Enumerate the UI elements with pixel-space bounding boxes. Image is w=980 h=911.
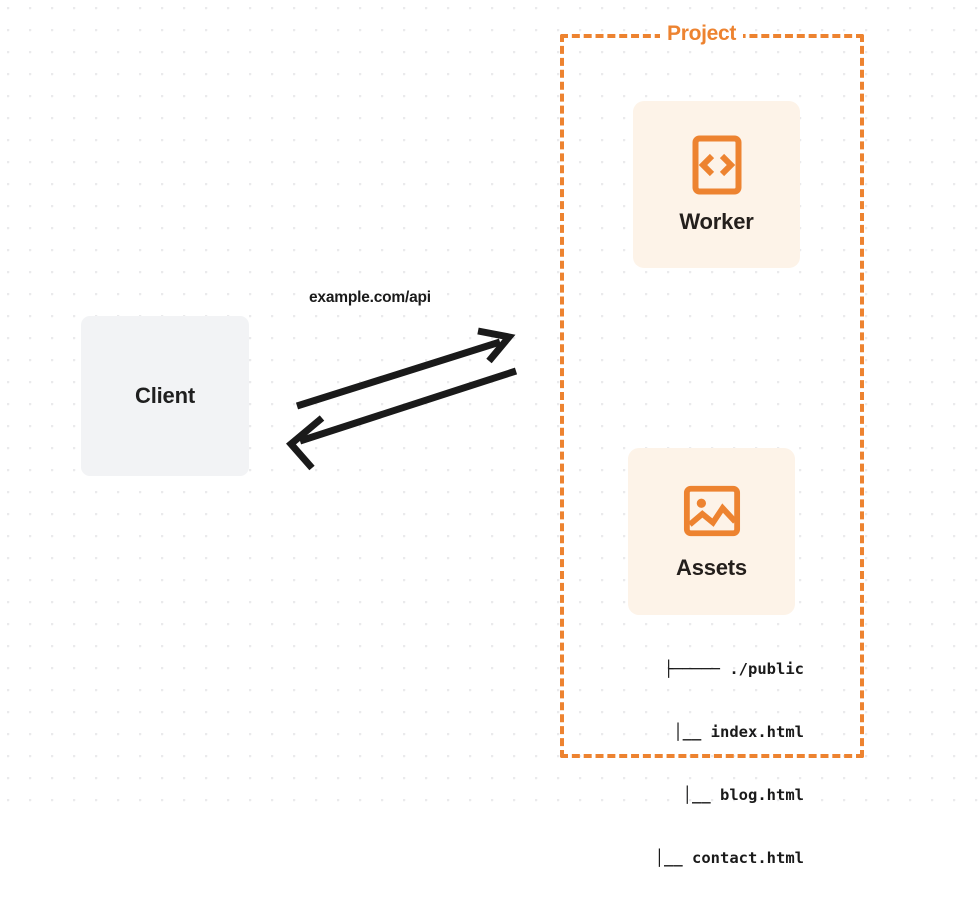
client-node-label: Client <box>135 383 195 408</box>
file-tree-line: │__ index.html <box>626 723 804 741</box>
code-brackets-icon <box>688 134 746 196</box>
assets-file-tree: ├───── ./public │__ index.html │__ blog.… <box>604 617 804 911</box>
worker-node-label: Worker <box>679 209 754 234</box>
client-node[interactable]: Client <box>81 316 249 476</box>
file-tree-line: │__ contact.html <box>608 849 804 867</box>
request-arrow <box>295 327 516 410</box>
assets-node-label: Assets <box>676 554 747 580</box>
diagram-canvas: Client example.com/api Project Worker <box>0 0 980 867</box>
file-tree-line: ├───── ./public <box>664 660 804 678</box>
image-icon <box>683 483 741 539</box>
connection-label: example.com/api <box>309 289 431 306</box>
response-arrow <box>286 367 518 471</box>
worker-node[interactable]: Worker <box>633 101 800 268</box>
assets-node[interactable]: Assets <box>628 448 795 615</box>
file-tree-line: │__ blog.html <box>636 786 804 804</box>
project-title: Project <box>660 21 744 47</box>
